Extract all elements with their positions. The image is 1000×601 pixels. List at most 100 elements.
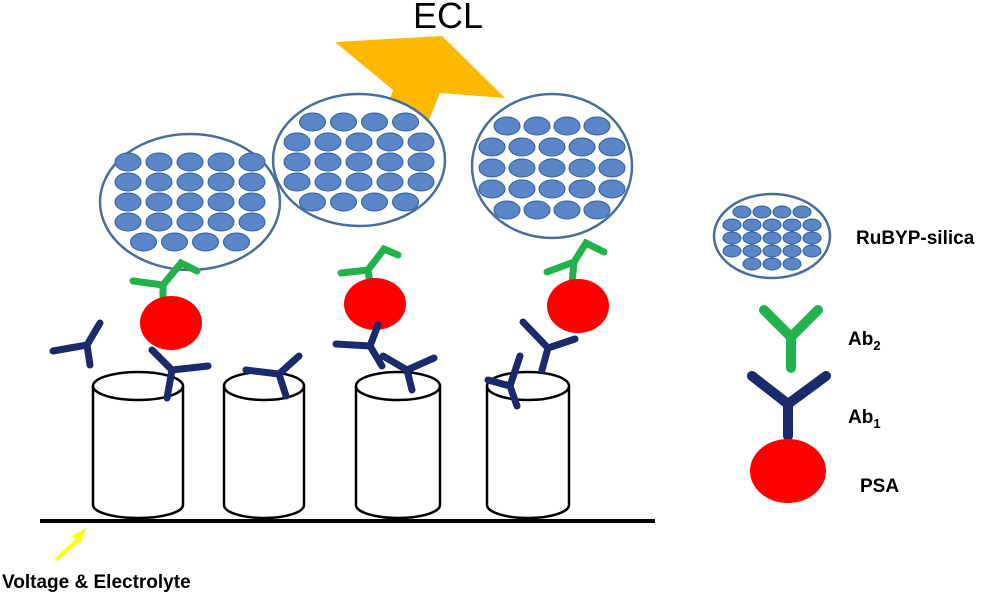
ruthenium-particle bbox=[407, 172, 435, 192]
legend-psa-icon bbox=[750, 439, 826, 503]
ruthenium-particle bbox=[299, 192, 326, 212]
ruthenium-particle bbox=[583, 116, 611, 136]
ruthenium-particle bbox=[345, 152, 373, 172]
ruthenium-particle bbox=[283, 172, 311, 192]
legend-psa-label: PSA bbox=[860, 476, 899, 497]
ruthenium-particle bbox=[145, 172, 173, 192]
ruthenium-particle bbox=[598, 137, 626, 157]
ruthenium-particle bbox=[376, 132, 404, 152]
ruthenium-particle bbox=[802, 231, 822, 245]
ruthenium-particle bbox=[223, 232, 250, 252]
ruthenium-particle bbox=[145, 212, 173, 232]
ruthenium-particle bbox=[361, 192, 388, 212]
nanotube-cylinder-4 bbox=[485, 370, 571, 520]
ruthenium-particle bbox=[742, 257, 762, 271]
ruthenium-particle bbox=[478, 179, 506, 199]
ruthenium-particle bbox=[299, 112, 326, 132]
ruthenium-particle bbox=[376, 152, 404, 172]
ruthenium-particle bbox=[392, 112, 419, 132]
ruthenium-particle bbox=[742, 231, 762, 245]
ruthenium-particle bbox=[598, 158, 626, 178]
ruthenium-particle bbox=[330, 192, 357, 212]
voltage-arrow bbox=[54, 528, 86, 562]
ruthenium-particle bbox=[238, 212, 266, 232]
ruthenium-particle bbox=[114, 152, 142, 172]
silica-sphere-3 bbox=[470, 92, 634, 240]
ruthenium-particle bbox=[553, 200, 581, 220]
ruthenium-particle bbox=[523, 116, 551, 136]
ruthenium-particle bbox=[314, 172, 342, 192]
legend-silica-label: RuBYP-silica bbox=[856, 228, 975, 249]
ruthenium-particle bbox=[114, 172, 142, 192]
ruthenium-particle bbox=[742, 218, 762, 232]
ruthenium-particle bbox=[283, 152, 311, 172]
ruthenium-particle bbox=[802, 244, 822, 258]
ruthenium-particle bbox=[598, 179, 626, 199]
ruthenium-particle bbox=[130, 232, 157, 252]
ruthenium-particle bbox=[493, 200, 521, 220]
legend-ab1-label: Ab1 bbox=[848, 407, 881, 431]
ecl-emission-arrow bbox=[335, 36, 505, 130]
ruthenium-particle bbox=[314, 152, 342, 172]
ab1-antibody-4 bbox=[332, 321, 386, 370]
ruthenium-particle bbox=[538, 158, 566, 178]
ruthenium-particle bbox=[782, 257, 802, 271]
silica-sphere-2-particles bbox=[283, 112, 435, 212]
voltage-electrolyte-label: Voltage & Electrolyte bbox=[2, 572, 191, 593]
ruthenium-particle bbox=[508, 137, 536, 157]
ruthenium-particle bbox=[478, 137, 506, 157]
ruthenium-particle bbox=[207, 152, 235, 172]
ruthenium-particle bbox=[314, 132, 342, 152]
psa-antigen-2 bbox=[344, 278, 406, 330]
legend-ab2-icon bbox=[759, 305, 823, 373]
ruthenium-particle bbox=[238, 172, 266, 192]
nanotube-cylinder-2 bbox=[222, 370, 306, 520]
ruthenium-particle bbox=[345, 132, 373, 152]
ruthenium-particle bbox=[361, 112, 388, 132]
legend-silica-particles bbox=[722, 205, 822, 271]
ruthenium-particle bbox=[493, 116, 521, 136]
ruthenium-particle bbox=[553, 116, 581, 136]
nanotube-cylinder-3 bbox=[354, 370, 442, 520]
ruthenium-particle bbox=[407, 132, 435, 152]
legend-silica-sphere bbox=[712, 192, 832, 280]
ruthenium-particle bbox=[407, 152, 435, 172]
ruthenium-particle bbox=[782, 218, 802, 232]
ruthenium-particle bbox=[330, 112, 357, 132]
ruthenium-particle bbox=[762, 231, 782, 245]
ruthenium-particle bbox=[762, 218, 782, 232]
silica-sphere-2 bbox=[271, 92, 447, 228]
ruthenium-particle bbox=[762, 257, 782, 271]
ruthenium-particle bbox=[782, 231, 802, 245]
ab1-antibody-5 bbox=[379, 352, 438, 394]
ruthenium-particle bbox=[538, 179, 566, 199]
ruthenium-particle bbox=[722, 244, 742, 258]
ruthenium-particle bbox=[568, 158, 596, 178]
ruthenium-particle bbox=[802, 218, 822, 232]
ruthenium-particle bbox=[192, 232, 219, 252]
ruthenium-particle bbox=[508, 179, 536, 199]
ruthenium-particle bbox=[283, 132, 311, 152]
ruthenium-particle bbox=[345, 172, 373, 192]
ruthenium-particle bbox=[772, 205, 792, 219]
silica-sphere-1-particles bbox=[114, 152, 266, 252]
ruthenium-particle bbox=[538, 137, 566, 157]
ruthenium-particle bbox=[145, 192, 173, 212]
ruthenium-particle bbox=[161, 232, 188, 252]
ruthenium-particle bbox=[792, 205, 812, 219]
ruthenium-particle bbox=[376, 172, 404, 192]
ruthenium-particle bbox=[762, 244, 782, 258]
psa-antigen-3 bbox=[547, 279, 609, 333]
ruthenium-particle bbox=[583, 200, 611, 220]
ruthenium-particle bbox=[523, 200, 551, 220]
silica-sphere-1 bbox=[98, 132, 282, 272]
ruthenium-particle bbox=[722, 218, 742, 232]
ruthenium-particle bbox=[782, 244, 802, 258]
silica-sphere-3-particles bbox=[478, 116, 626, 220]
ruthenium-particle bbox=[478, 158, 506, 178]
ab1-antibody-2 bbox=[148, 346, 212, 402]
ab1-antibody-7 bbox=[519, 318, 579, 374]
ruthenium-particle bbox=[114, 192, 142, 212]
legend-ab2-label: Ab2 bbox=[848, 329, 881, 353]
